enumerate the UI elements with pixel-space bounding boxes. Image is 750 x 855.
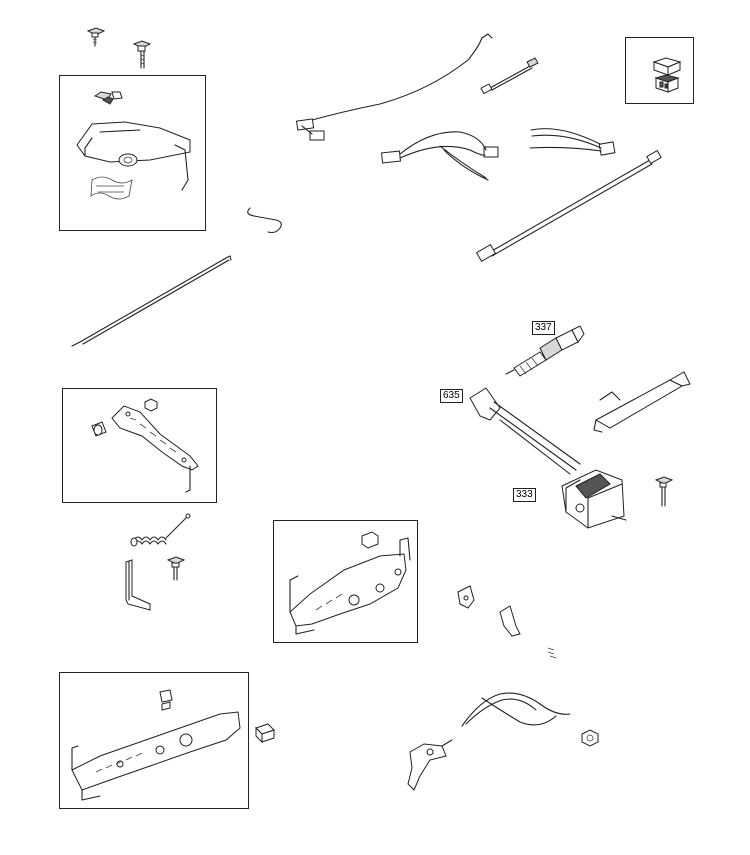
throttle-lever-part: [91, 398, 199, 493]
frame-governor-control-kit: [59, 672, 249, 809]
washer-part: [547, 647, 557, 659]
governor-rod-part: [71, 255, 232, 347]
bumper-block-part: [255, 723, 275, 744]
screw-small-part: [86, 27, 106, 47]
governor-control-part: [71, 689, 241, 801]
governor-spring-part: [130, 513, 191, 547]
frame-control-plate-kit: [273, 520, 418, 643]
callout-plug-boot: 635: [440, 389, 463, 403]
frame-control-bracket-kit: [59, 75, 206, 231]
plug-boot-part: [469, 387, 581, 475]
small-bracket-part: [457, 585, 475, 609]
s-link-part: [247, 207, 282, 234]
nut-part: [581, 729, 599, 747]
wire-harness-part: [380, 131, 499, 181]
bolt-part: [166, 556, 186, 581]
jumper-wire-part: [480, 57, 539, 95]
callout-spark-plug: 337: [532, 321, 555, 335]
stop-switch-wire-part: [295, 33, 493, 141]
coil-screw-part: [654, 476, 674, 507]
frame-switch-kit: [625, 37, 694, 104]
throttle-cable-part: [461, 692, 571, 727]
switch-part: [652, 57, 682, 93]
plug-wrench-part: [593, 371, 691, 433]
mounting-bracket-part: [125, 559, 151, 611]
throttle-link-part: [499, 605, 521, 637]
control-plate-part: [289, 531, 411, 635]
lead-wire-part: [475, 149, 662, 263]
ground-wire-part: [529, 128, 616, 156]
ignition-coil-part: [561, 469, 627, 529]
screw-long-part: [132, 40, 152, 69]
control-lever-part: [407, 739, 453, 791]
frame-throttle-lever-kit: [62, 388, 217, 503]
spark-plug-part: [505, 325, 585, 377]
control-bracket-part: [76, 91, 191, 200]
callout-ignition-coil: 333: [513, 488, 536, 502]
